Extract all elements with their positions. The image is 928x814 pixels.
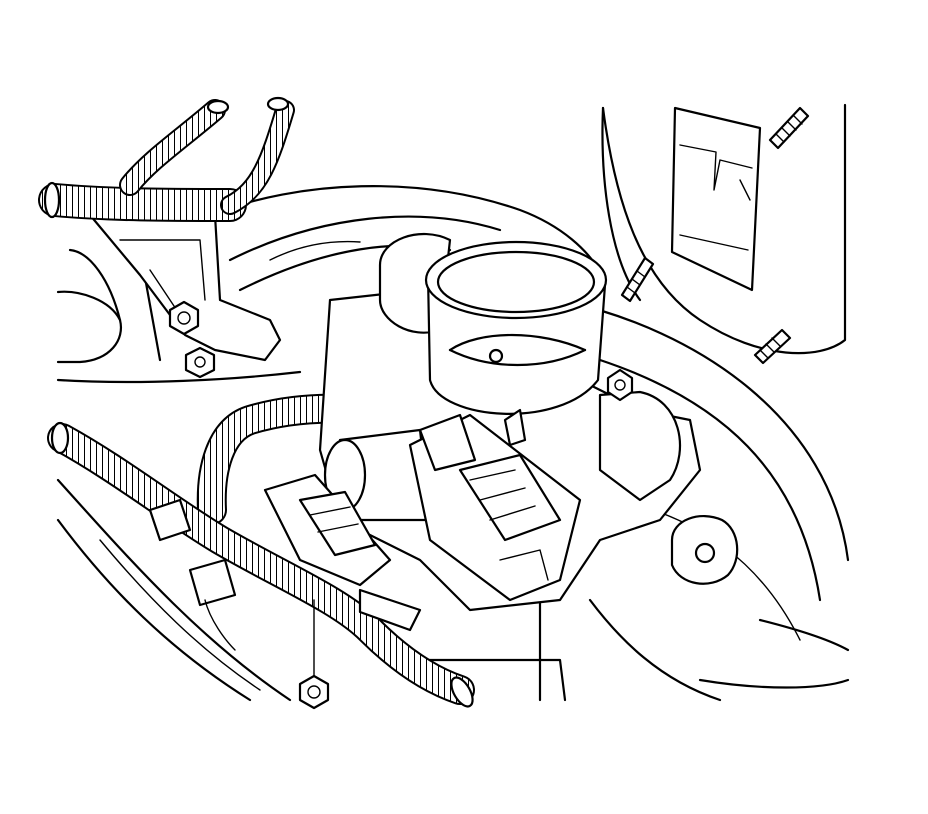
bolt [168,300,200,336]
bolt [184,346,216,379]
stud [620,256,655,303]
harness-clip [148,498,237,651]
electrical-connector [408,413,582,602]
stud [768,106,810,150]
bolt [606,368,634,402]
harness-loom-lower [47,421,475,708]
fender-label-plate [670,106,762,292]
engine-bracket [88,213,282,362]
electrical-connector [263,473,422,632]
harness-loom-upper [38,96,295,222]
throttle-shaft-screw [488,348,504,364]
bolt [670,515,739,585]
bolt [298,599,330,710]
stud [753,328,792,365]
